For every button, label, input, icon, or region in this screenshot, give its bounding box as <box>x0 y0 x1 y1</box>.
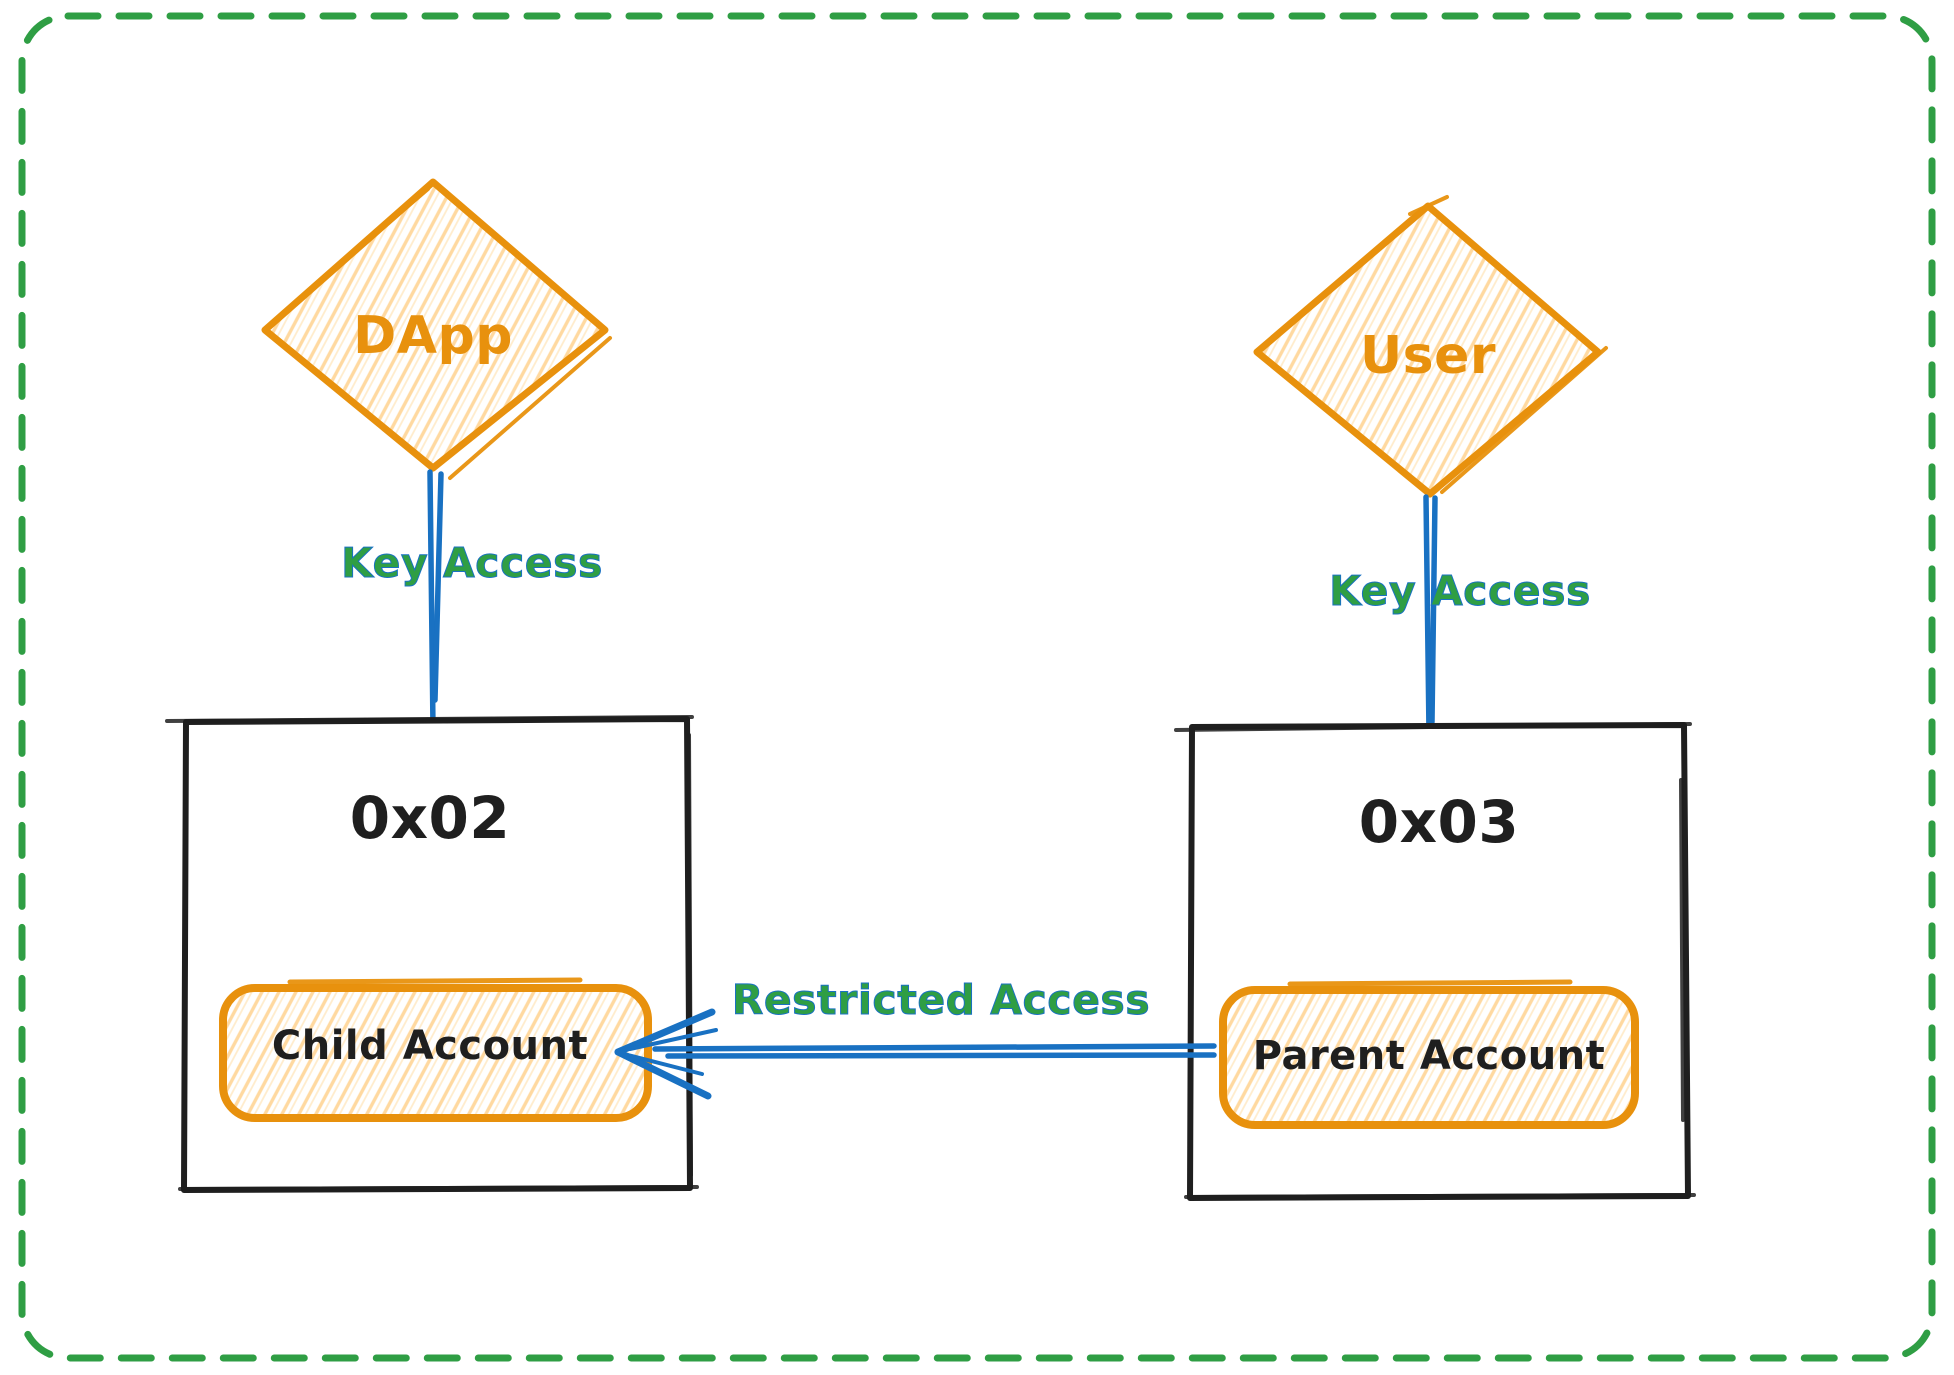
left-box-label: 0x02 <box>350 784 510 852</box>
key-access-right-label: Key Access <box>1329 567 1591 615</box>
restricted-arrow-shaft-1 <box>652 1043 1217 1052</box>
child-account-label: Child Account <box>272 1023 588 1069</box>
dapp-diamond-sketch-stroke-2 <box>272 187 430 323</box>
parent-account-node: Parent Account <box>1219 979 1639 1129</box>
dashed-frame-border <box>18 12 1936 1362</box>
right-box-sketch-top <box>1174 722 1692 732</box>
left-account-node: 0x02 Child Account <box>165 715 699 1193</box>
right-box-sketch-bottom <box>1184 1193 1696 1199</box>
key-access-left-label: Key Access <box>341 539 603 587</box>
child-account-node: Child Account <box>219 977 652 1122</box>
dapp-node: DApp <box>261 178 612 480</box>
user-label: User <box>1360 326 1496 386</box>
parent-account-sketch-top <box>1287 979 1573 987</box>
restricted-access-label: Restricted Access <box>732 976 1150 1024</box>
dapp-label: DApp <box>353 306 513 366</box>
user-connector-line-2 <box>1429 495 1438 725</box>
dapp-diamond-sketch-stroke-1 <box>443 189 600 326</box>
user-connector-line-1 <box>1423 494 1432 735</box>
user-diamond-sketch-stroke-1 <box>1436 212 1594 349</box>
user-node: User <box>1253 195 1608 498</box>
child-account-sketch-top <box>287 977 583 985</box>
left-box-sketch-right <box>687 733 693 1177</box>
edge-restricted-access: Restricted Access <box>614 976 1217 1100</box>
left-box-sketch-bottom <box>178 1185 699 1191</box>
edge-dapp-key-access: Key Access <box>341 469 603 731</box>
user-diamond-sketch-stroke-2 <box>1440 346 1608 494</box>
right-account-node: 0x03 Parent Account <box>1174 722 1696 1201</box>
restricted-arrowhead-lower <box>614 1048 712 1100</box>
left-box-sketch-top <box>165 715 694 723</box>
dapp-connector-line-1 <box>427 469 436 731</box>
dapp-diamond-sketch-stroke-3 <box>448 336 612 480</box>
restricted-arrowhead-lower-sketch <box>626 1053 704 1076</box>
right-box-label: 0x03 <box>1359 788 1519 856</box>
child-account-shape <box>219 984 652 1122</box>
dapp-connector-line-2 <box>432 471 444 703</box>
parent-account-label: Parent Account <box>1253 1033 1606 1079</box>
edge-user-key-access: Key Access <box>1329 494 1591 735</box>
restricted-arrowhead-upper <box>614 1008 716 1056</box>
right-box-sketch-right <box>1679 778 1685 1122</box>
parent-account-shape <box>1219 986 1639 1129</box>
restricted-arrowhead-upper-sketch <box>628 1028 718 1051</box>
restricted-arrow-shaft-2 <box>665 1052 1217 1059</box>
user-diamond-sketch-stroke-3 <box>1408 195 1449 216</box>
